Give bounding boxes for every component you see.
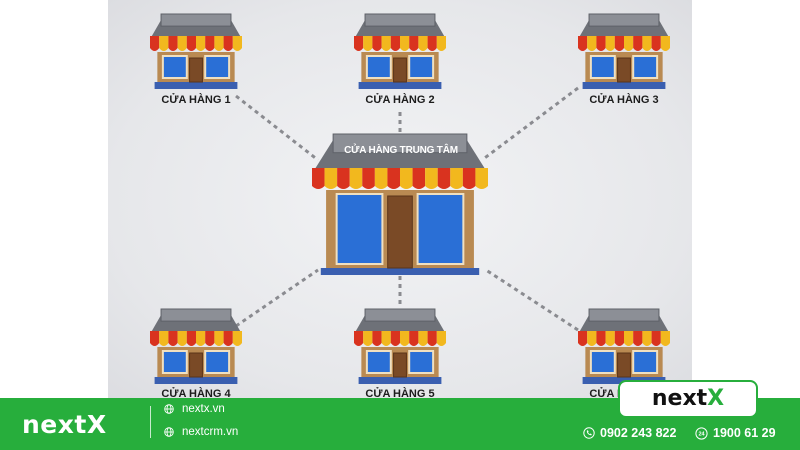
left-margin bbox=[0, 0, 108, 398]
phone-link-2[interactable]: 24 1900 61 29 bbox=[695, 426, 776, 440]
footer-divider bbox=[150, 406, 151, 438]
website-link-2[interactable]: nextcrm.vn bbox=[164, 426, 238, 438]
connector-layer bbox=[235, 86, 579, 332]
logo-text: next bbox=[651, 386, 708, 411]
globe-icon bbox=[164, 404, 174, 414]
store-icon bbox=[354, 10, 446, 90]
store-icon bbox=[150, 305, 242, 385]
website-link-1[interactable]: nextx.vn bbox=[164, 403, 225, 415]
right-margin bbox=[692, 0, 800, 398]
store-icon bbox=[578, 305, 670, 385]
connector-store-4 bbox=[235, 268, 319, 328]
connector-store-1 bbox=[235, 94, 319, 162]
central-store-sign: CỬA HÀNG TRUNG TÂM bbox=[344, 145, 458, 156]
connector-store-3 bbox=[481, 86, 579, 162]
svg-text:24: 24 bbox=[698, 431, 705, 437]
phone-icon bbox=[583, 427, 595, 439]
store-icon bbox=[578, 10, 670, 90]
website-text: nextcrm.vn bbox=[182, 426, 239, 438]
phone-number: 0902 243 822 bbox=[600, 426, 677, 440]
phone-link-1[interactable]: 0902 243 822 bbox=[583, 426, 676, 440]
store-icon bbox=[354, 305, 446, 385]
store-label-4: CỬA HÀNG 4 bbox=[161, 388, 231, 400]
store-label-1: CỬA HÀNG 1 bbox=[161, 94, 231, 106]
footer-brand[interactable]: nextX bbox=[22, 410, 107, 439]
phone-number: 1900 61 29 bbox=[713, 426, 776, 440]
store-label-5: CỬA HÀNG 5 bbox=[365, 388, 435, 400]
central-store-icon bbox=[312, 128, 488, 276]
store-label-2: CỬA HÀNG 2 bbox=[365, 94, 435, 106]
store-icon bbox=[150, 10, 242, 90]
logo-accent: X bbox=[707, 386, 725, 411]
globe-icon bbox=[164, 427, 174, 437]
store-label-3: CỬA HÀNG 3 bbox=[589, 94, 659, 106]
nextx-logo[interactable]: nextX bbox=[618, 380, 758, 418]
hotline-icon: 24 bbox=[695, 426, 708, 440]
website-text: nextx.vn bbox=[182, 403, 225, 415]
connector-store-6 bbox=[485, 268, 579, 332]
